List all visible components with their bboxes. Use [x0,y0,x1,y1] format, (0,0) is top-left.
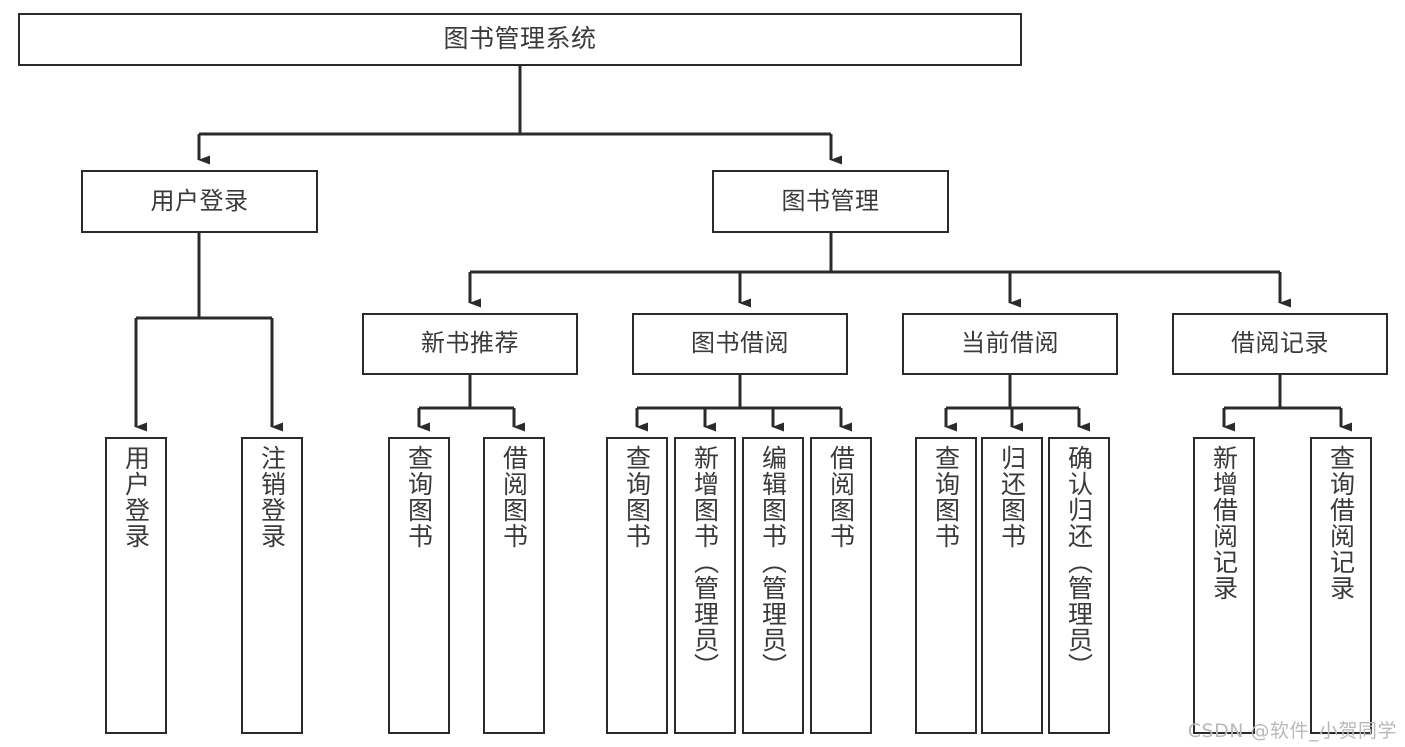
node-label: 新增图书（管理员） [690,445,720,679]
node-user-login[interactable]: 用户登录 [81,170,318,233]
node-label: 借阅图书 [826,445,856,549]
leaf-borrow-edit-book-admin[interactable]: 编辑图书（管理员） [742,437,804,734]
leaf-borrow-query-book[interactable]: 查询图书 [606,437,668,734]
node-borrow-record[interactable]: 借阅记录 [1172,313,1388,375]
node-label: 图书管理 [781,186,880,215]
node-book-management[interactable]: 图书管理 [712,170,949,233]
node-label: 查询图书 [404,445,434,549]
node-label: 当前借阅 [961,329,1059,358]
node-label: 确认归还（管理员） [1064,445,1094,679]
node-label: 查询图书 [931,445,961,549]
leaf-record-add-record[interactable]: 新增借阅记录 [1193,437,1255,734]
node-label: 注销登录 [257,445,287,549]
leaf-current-query-book[interactable]: 查询图书 [915,437,977,734]
node-label: 新书推荐 [421,329,519,358]
node-root-system[interactable]: 图书管理系统 [18,13,1022,66]
node-label: 图书借阅 [691,329,789,358]
node-label: 图书管理系统 [443,24,597,54]
node-current-borrow[interactable]: 当前借阅 [902,313,1118,375]
leaf-recommend-query-book[interactable]: 查询图书 [388,437,450,734]
leaf-borrow-add-book-admin[interactable]: 新增图书（管理员） [674,437,736,734]
leaf-current-confirm-return-admin[interactable]: 确认归还（管理员） [1048,437,1110,734]
node-label: 查询图书 [622,445,652,549]
watermark-text: CSDN @软件_小贺同学 [1187,720,1397,742]
leaf-current-return-book[interactable]: 归还图书 [981,437,1043,734]
node-new-book-recommend[interactable]: 新书推荐 [362,313,578,375]
leaf-user-login-logout[interactable]: 注销登录 [241,437,303,734]
node-label: 归还图书 [997,445,1027,549]
node-book-borrow[interactable]: 图书借阅 [632,313,848,375]
leaf-user-login-login[interactable]: 用户登录 [105,437,167,734]
node-label: 编辑图书（管理员） [758,445,788,679]
leaf-recommend-borrow-book[interactable]: 借阅图书 [483,437,545,734]
node-label: 用户登录 [150,186,249,215]
node-label: 查询借阅记录 [1326,445,1356,601]
leaf-borrow-borrow-book[interactable]: 借阅图书 [810,437,872,734]
node-label: 用户登录 [121,445,151,549]
node-label: 借阅记录 [1231,329,1329,358]
node-label: 借阅图书 [499,445,529,549]
leaf-record-query-record[interactable]: 查询借阅记录 [1310,437,1372,734]
node-label: 新增借阅记录 [1209,445,1239,601]
